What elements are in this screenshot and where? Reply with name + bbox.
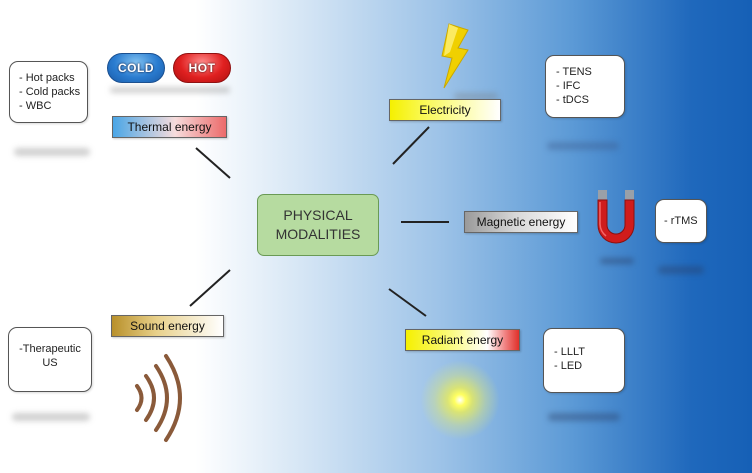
sound-box-shadow [12,413,90,421]
sound-energy-label: Sound energy [111,315,224,337]
thermal-item-3: - WBC [19,100,52,112]
electricity-box-shadow [547,142,619,150]
magnetic-box-shadow [658,266,704,274]
magnetic-item-1: - rTMS [664,215,698,227]
thermal-box-shadow [14,148,90,156]
radiant-item-1: - LLLT [554,346,585,358]
sound-item-1: -Therapeutic [19,343,81,355]
cold-badge-icon: COLD [107,53,165,83]
electricity-item-2: - IFC [556,80,581,92]
center-node: PHYSICAL MODALITIES [257,194,379,256]
magnetic-items-box: - rTMS [655,199,707,243]
hot-badge-label: HOT [188,61,216,75]
electricity-items-box: - TENS - IFC - tDCS [545,55,625,118]
thermal-energy-label: Thermal energy [112,116,227,138]
magnet-shadow [600,258,634,264]
electricity-label: Electricity [389,99,501,121]
connector-thermal [195,147,231,179]
thermal-item-2: - Cold packs [19,86,81,98]
cold-badge-label: COLD [118,61,154,75]
center-line-2: MODALITIES [275,226,361,242]
electricity-item-3: - tDCS [556,94,589,106]
light-glow-icon [420,360,500,440]
electricity-item-1: - TENS [556,66,592,78]
lightning-shadow [454,93,498,100]
radiant-item-2: - LED [554,360,583,372]
thermal-item-1: - Hot packs [19,72,75,84]
hot-badge-icon: HOT [173,53,231,83]
radiant-box-shadow [548,413,620,421]
badges-shadow [110,87,230,93]
thermal-items-box: - Hot packs - Cold packs - WBC [9,61,88,123]
sound-items-box: -Therapeutic US [8,327,92,392]
connector-radiant [388,288,427,317]
connector-sound [189,269,231,307]
connector-electricity [392,126,430,165]
center-line-1: PHYSICAL [283,207,353,223]
radiant-energy-label: Radiant energy [405,329,520,351]
magnetic-energy-label: Magnetic energy [464,211,578,233]
sound-item-2: US [42,357,58,369]
radiant-items-box: - LLLT - LED [543,328,625,393]
